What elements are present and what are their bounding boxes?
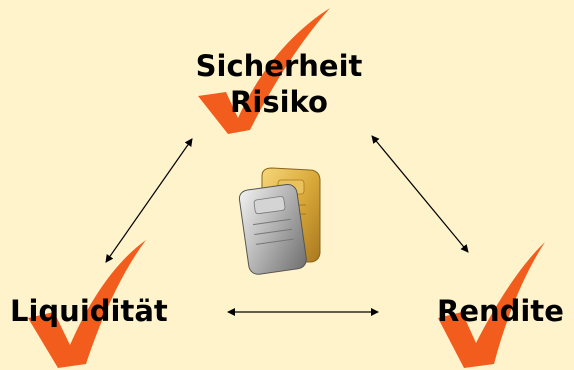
- arrow-top-left: [105, 138, 193, 263]
- node-liquiditaet: Liquidität: [10, 294, 168, 328]
- checkmark-icon: [28, 240, 146, 368]
- arrow-top-right: [371, 135, 469, 253]
- checkmark-icon: [198, 8, 330, 134]
- gold-silver-bars-image: [238, 167, 321, 275]
- checkmark-icon: [438, 242, 545, 368]
- node-rendite: Rendite: [437, 294, 564, 328]
- node-top-line2: Risiko: [230, 85, 328, 119]
- node-sicherheit-risiko: Sicherheit Risiko: [150, 48, 408, 120]
- node-top-line1: Sicherheit: [195, 49, 363, 83]
